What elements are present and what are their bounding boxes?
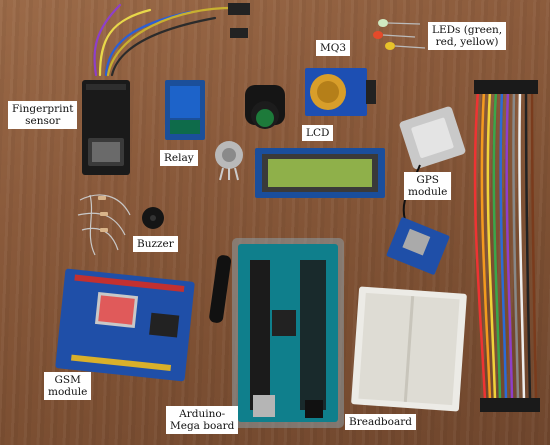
label-relay: Relay xyxy=(160,150,198,166)
label-buzzer: Buzzer xyxy=(133,236,178,252)
fingerprint-wires xyxy=(93,3,242,77)
buzzer xyxy=(142,207,164,229)
gps-antenna xyxy=(399,106,466,221)
fingerprint-sensor xyxy=(82,80,130,175)
push-button xyxy=(245,85,285,129)
arduino-mega-board xyxy=(232,238,344,428)
gps-module xyxy=(386,217,450,275)
mq3-sensor xyxy=(305,68,376,116)
label-breadboard: Breadboard xyxy=(345,414,416,430)
jumper-pins xyxy=(474,80,540,412)
label-lcd: LCD xyxy=(302,125,334,141)
label-gsm-module: GSM module xyxy=(44,372,92,400)
connector-plug xyxy=(228,3,250,15)
leds xyxy=(373,19,426,50)
gsm-antenna xyxy=(209,255,232,323)
label-leds: LEDs (green, red, yellow) xyxy=(428,22,507,50)
label-gps-module: GPS module xyxy=(404,172,452,200)
resistor-bodies xyxy=(98,196,108,232)
relay-module xyxy=(165,80,205,140)
potentiometer xyxy=(215,141,243,181)
label-arduino-mega-board: Arduino- Mega board xyxy=(166,406,239,434)
resistors xyxy=(77,194,131,256)
label-fingerprint-sensor: Fingerprint sensor xyxy=(8,101,78,129)
breadboard xyxy=(351,286,467,412)
gsm-module xyxy=(55,268,195,382)
jumper-wires xyxy=(473,89,538,401)
label-mq3: MQ3 xyxy=(316,40,351,56)
connector-plug-2 xyxy=(230,28,248,38)
lcd-display xyxy=(255,148,385,198)
